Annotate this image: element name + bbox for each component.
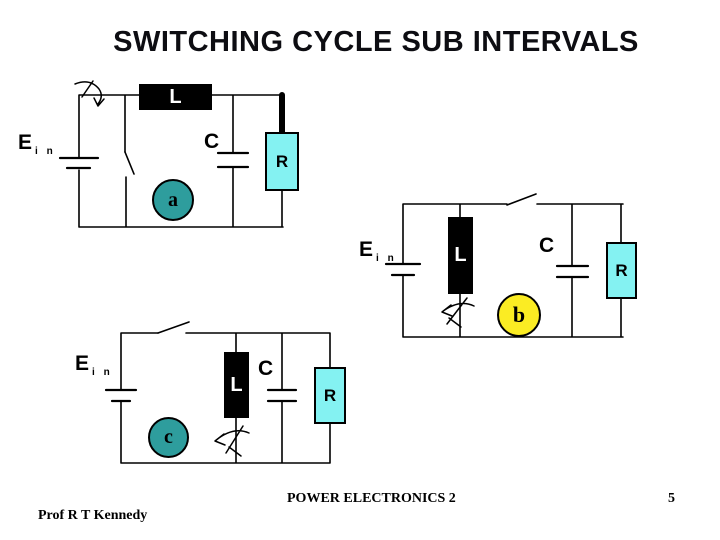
circuit-a-diagram: [58, 80, 285, 228]
source-label-e: E: [18, 131, 33, 154]
capacitor-label: C: [258, 357, 274, 380]
circuit-b-diagram: [384, 193, 624, 338]
footer-page-number: 5: [668, 491, 675, 506]
source-label-subscript: i n: [92, 367, 113, 378]
battery-icon: [58, 156, 100, 170]
inductor-box: L: [224, 352, 249, 418]
open-switch-icon: [124, 151, 135, 175]
source-label-subscript: i n: [35, 146, 56, 157]
resistor-box: R: [265, 132, 299, 191]
footer-course-title: POWER ELECTRONICS 2: [287, 491, 456, 506]
interval-badge-c: c: [148, 417, 189, 458]
capacitor-label: C: [539, 234, 555, 257]
footer-author: Prof R T Kennedy: [38, 508, 148, 523]
circuit-b-wires: [402, 203, 624, 338]
resistor-box: R: [606, 242, 637, 299]
capacitor-icon: [216, 151, 250, 169]
inductor-box: L: [139, 84, 212, 110]
capacitor-icon: [555, 264, 590, 279]
interval-badge-a: a: [152, 179, 194, 221]
open-switch-icon: [157, 321, 190, 334]
closed-switch-arrow-icon: [74, 80, 105, 107]
battery-icon: [384, 262, 422, 277]
battery-icon: [104, 388, 138, 403]
source-label-subscript: i n: [376, 253, 397, 264]
resistor-box: R: [314, 367, 346, 424]
slide-title: SWITCHING CYCLE SUB INTERVALS: [113, 26, 639, 58]
circuit-c-diagram: [104, 321, 331, 464]
open-switch-icon: [506, 193, 537, 206]
closed-switch-arrow-icon: [441, 297, 475, 328]
capacitor-label: C: [204, 130, 220, 153]
source-label-e: E: [75, 352, 90, 375]
interval-badge-b: b: [497, 293, 541, 337]
closed-switch-arrow-icon: [214, 425, 250, 457]
capacitor-icon: [266, 388, 298, 403]
inductor-box: L: [448, 217, 473, 294]
circuit-c-wires: [120, 332, 331, 464]
source-label-e: E: [359, 238, 374, 261]
